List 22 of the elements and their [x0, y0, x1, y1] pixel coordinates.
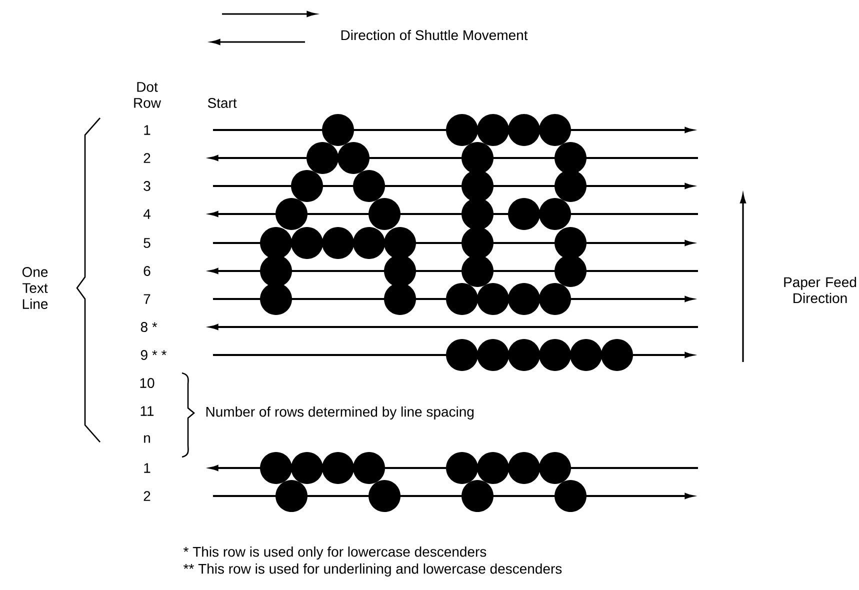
- row-number: 8 *: [140, 322, 158, 332]
- row-number: 10: [140, 378, 154, 388]
- row-number: 7: [144, 294, 150, 304]
- footnote: ** This row is used for underlining and lowercase descenders: [184, 563, 562, 577]
- row-number: 6: [144, 266, 150, 276]
- brace-label: Number of rows determined by line spacing: [206, 406, 474, 420]
- row-number: 1: [144, 463, 150, 473]
- row-number: n: [144, 435, 150, 443]
- row-number: 3: [144, 181, 150, 191]
- direction-label: Paper Feed Direction: [784, 276, 856, 304]
- row-number: 5: [144, 238, 150, 248]
- column-heading: Dot Row: [134, 82, 162, 108]
- row-number: 2: [144, 491, 150, 501]
- row-number: 1: [144, 125, 150, 135]
- row-number: 4: [143, 209, 150, 219]
- footnote: * This row is used only for lowercase descenders: [184, 546, 486, 560]
- row-number: 11: [140, 406, 154, 416]
- row-number: 9 * *: [140, 350, 166, 360]
- brace-label: One Text Line: [22, 267, 48, 309]
- caption-text: Direction of Shuttle Movement: [341, 30, 528, 40]
- row-number: 2: [144, 153, 150, 163]
- start-label: Start: [208, 98, 237, 108]
